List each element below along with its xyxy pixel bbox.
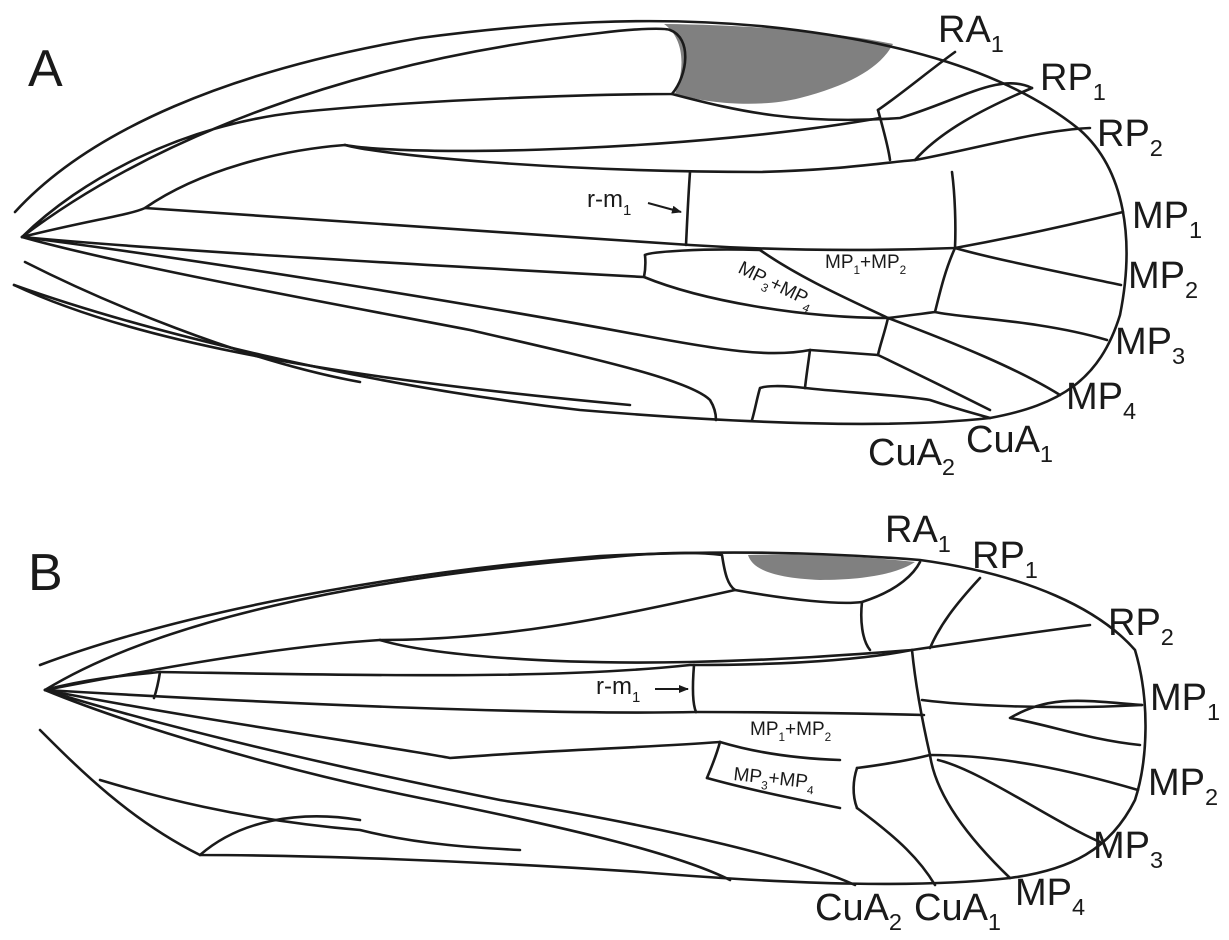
vein-label-ra1-b: RA1 (885, 509, 951, 557)
vein-label-mp4-b: MP4 (1015, 872, 1085, 920)
vein-label-mp3-b: MP3 (1093, 825, 1163, 873)
cell-label-mp3-mp4-b: MP3+MP4 (732, 764, 816, 797)
vein-label-ra1-a: RA1 (938, 9, 1004, 57)
vein-label-cua2-a: CuA2 (868, 432, 955, 480)
vein-label-mp3-a: MP3 (1115, 321, 1185, 369)
crossvein-label-rm1-b: r-m1 (596, 673, 640, 706)
vein-label-rp2-a: RP2 (1097, 113, 1163, 161)
wing-a-margin (14, 21, 1127, 424)
panel-a: A RA1 RP1 RP2 MP1 MP2 MP3 MP4 CuA1 CuA2 … (14, 9, 1202, 480)
vein-label-mp2-b: MP2 (1148, 762, 1218, 810)
vein-label-mp2-a: MP2 (1128, 255, 1198, 303)
cell-label-mp3-mp4-a: MP3+MP4 (733, 258, 817, 316)
vein-label-rp1-a: RP1 (1040, 57, 1106, 105)
vein-label-mp4-a: MP4 (1066, 376, 1136, 424)
vein-label-mp1-a: MP1 (1132, 195, 1202, 243)
panel-b-label: B (28, 544, 63, 602)
panel-a-label: A (28, 40, 63, 98)
wing-b-veins (40, 553, 1146, 885)
vein-label-rp2-b: RP2 (1108, 602, 1174, 650)
vein-label-cua2-b: CuA2 (815, 887, 902, 935)
vein-label-cua1-b: CuA1 (914, 887, 1001, 935)
vein-label-cua1-a: CuA1 (966, 419, 1053, 467)
cell-label-mp1-mp2-a: MP1+MP2 (825, 252, 906, 277)
vein-label-rp1-b: RP1 (972, 535, 1038, 583)
vein-label-mp1-b: MP1 (1150, 677, 1220, 725)
crossvein-label-rm1-a: r-m1 (587, 186, 631, 219)
pterostigma-a (664, 24, 893, 104)
panel-b: B RA1 RP1 RP2 MP1 MP2 MP3 MP4 CuA1 CuA2 … (28, 509, 1220, 935)
wing-a-veins (14, 21, 1127, 424)
rm1-arrow-a (648, 203, 681, 212)
cell-label-mp1-mp2-b: MP1+MP2 (750, 719, 831, 744)
